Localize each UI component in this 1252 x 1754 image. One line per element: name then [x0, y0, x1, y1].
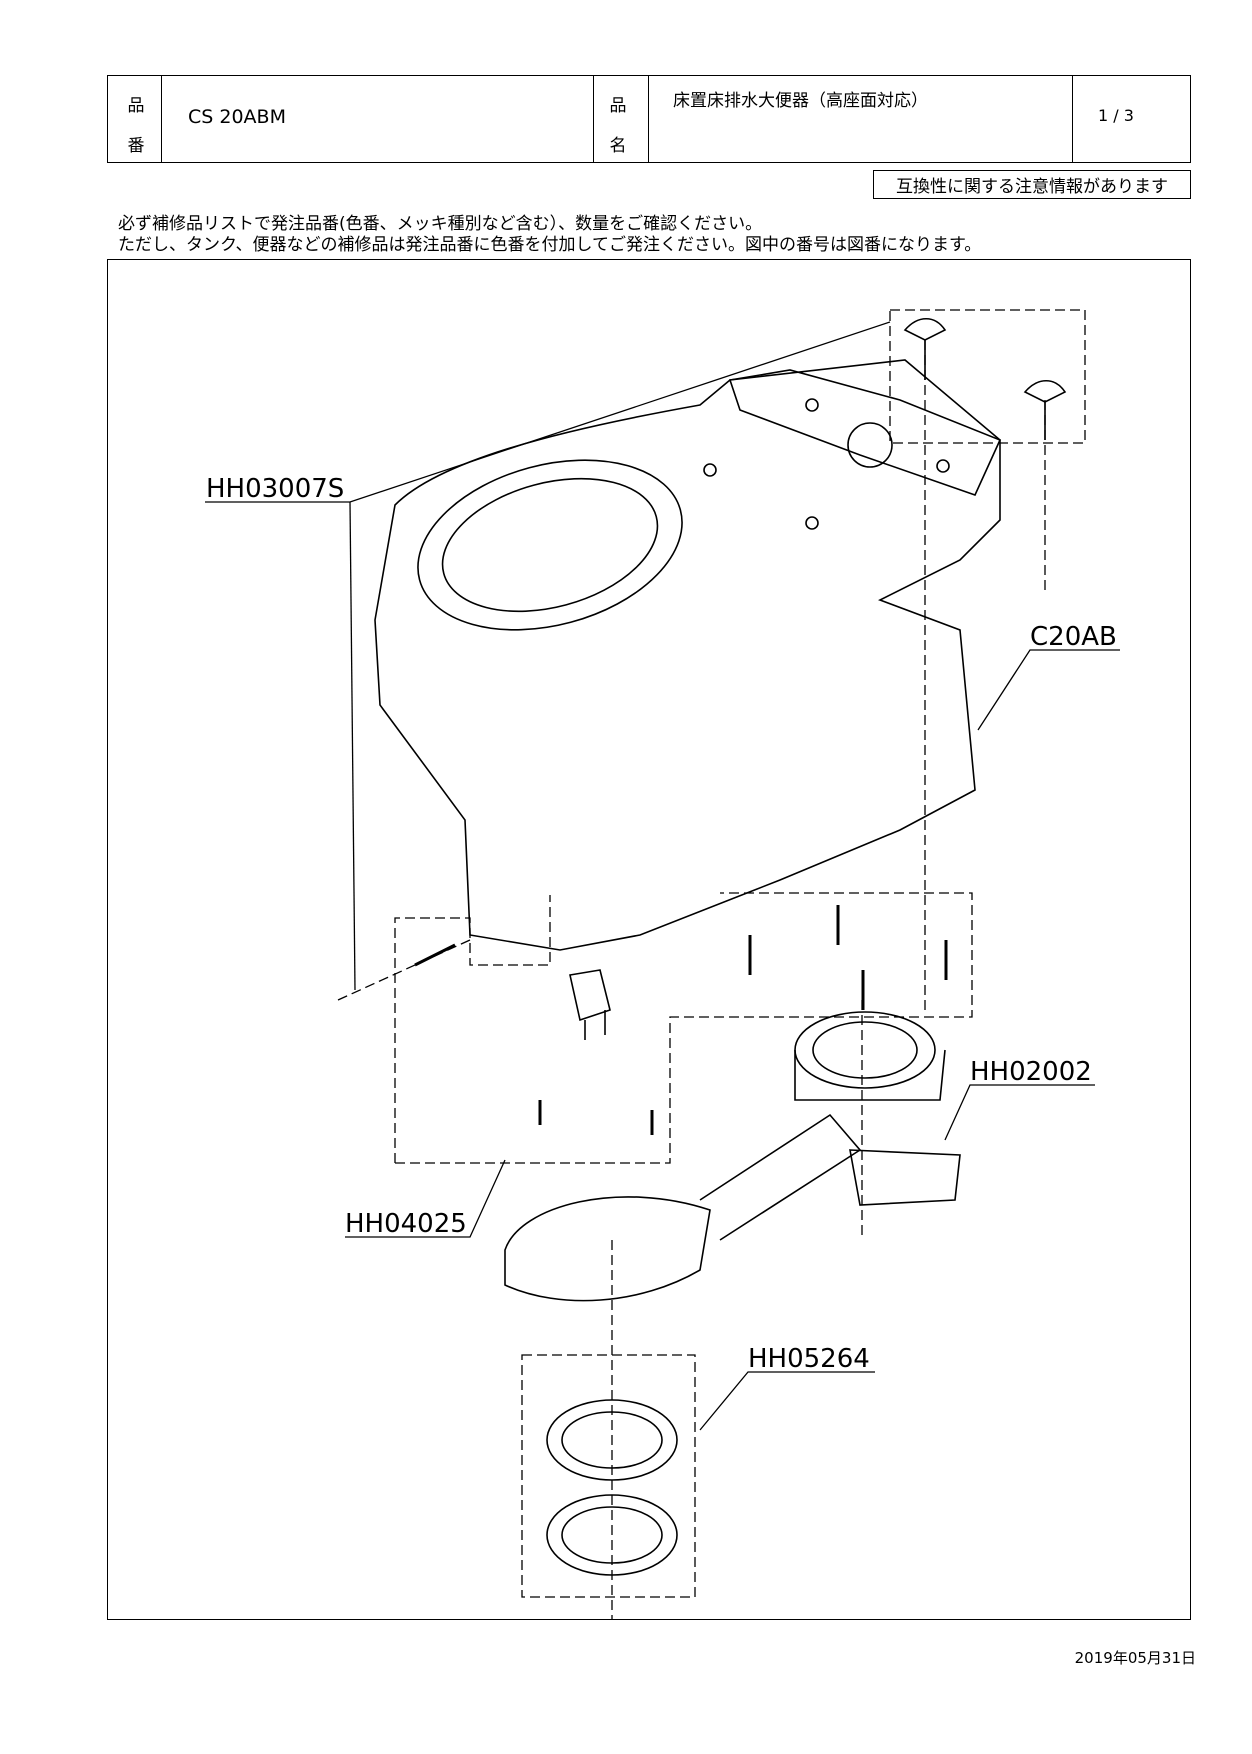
callout-hh03007s: HH03007S: [206, 474, 344, 504]
drain-base: [504, 1196, 711, 1302]
tank-gasket: [728, 369, 1002, 496]
part-number-label: 品 番: [127, 96, 145, 156]
gasket-hole: [847, 422, 893, 468]
outlet-ring: [794, 1011, 936, 1089]
dashed-box-caps: [889, 309, 1086, 444]
page-number: 1 / 3: [1098, 106, 1134, 125]
bowl-rim: [417, 459, 683, 631]
cap-1: [903, 317, 947, 341]
instruction-line-1: 必ず補修品リストで発注品番(色番、メッキ種別など含む）、数量をご確認ください。: [118, 214, 763, 234]
cap-2: [1023, 379, 1067, 403]
toilet-bowl: [374, 359, 1001, 951]
issue-date: 2019年05月31日: [1074, 1649, 1196, 1667]
dashed-box-gaskets: [521, 1354, 696, 1598]
bracket: [569, 969, 611, 1022]
part-number: CS 20ABM: [188, 106, 286, 128]
compatibility-notice: 互換性に関する注意情報があります: [873, 170, 1191, 199]
instruction-line-2: ただし、タンク、便器などの補修品は発注品番に色番を付加してご発注ください。図中の…: [118, 235, 982, 255]
callout-hh04025: HH04025: [345, 1209, 467, 1239]
drawing-frame: [107, 259, 1191, 1620]
title-block: 品 番 CS 20ABM 品 名 床置床排水大便器（高座面対応） 1 / 3: [107, 75, 1191, 163]
part-name: 床置床排水大便器（高座面対応）: [673, 91, 928, 111]
part-name-label: 品 名: [609, 96, 627, 156]
bowl-opening: [441, 477, 659, 613]
callout-c20ab: C20AB: [1030, 622, 1117, 652]
callout-hh05264: HH05264: [748, 1344, 870, 1374]
callout-hh02002: HH02002: [970, 1057, 1092, 1087]
